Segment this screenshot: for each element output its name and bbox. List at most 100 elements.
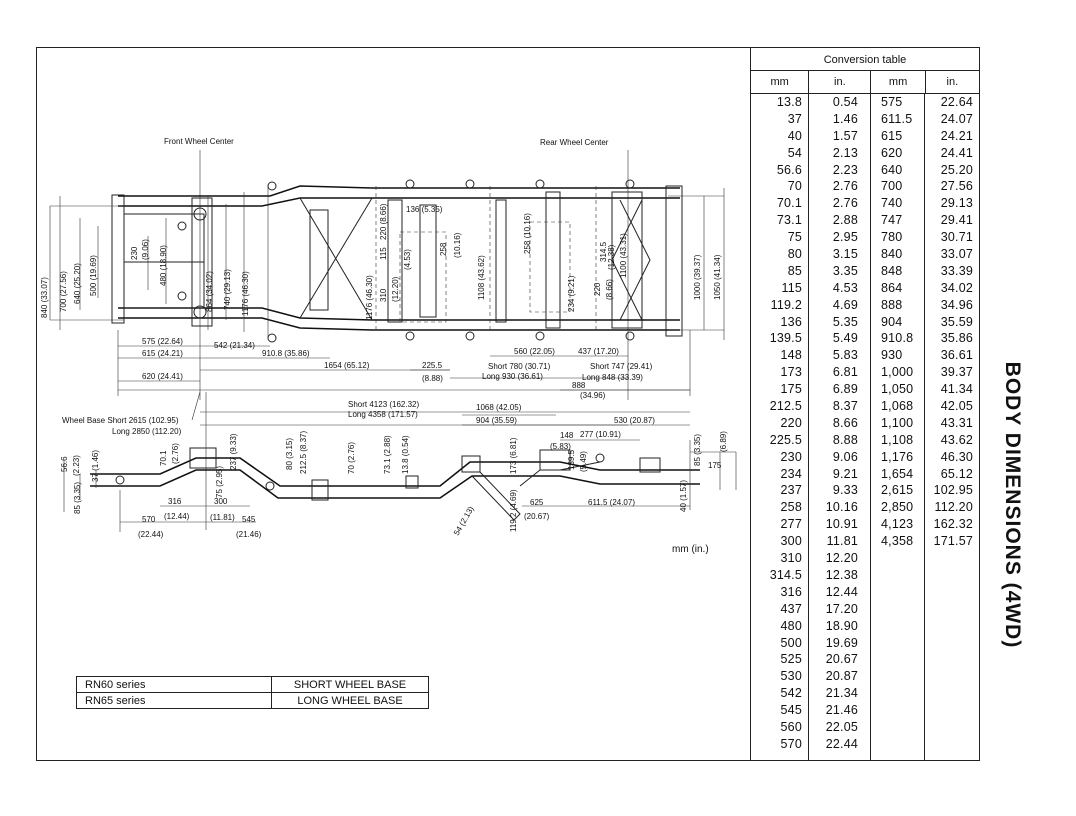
- in-value-right: 34.96: [940, 297, 973, 312]
- mm-value-right: 747: [881, 213, 903, 228]
- dim-437: 437 (17.20): [578, 347, 619, 356]
- dim-611-5: 611.5 (24.07): [588, 498, 635, 507]
- in-value-right: 24.41: [940, 145, 973, 160]
- series-table: RN60 series SHORT WHEEL BASE RN65 series…: [76, 676, 429, 709]
- conversion-table-header: mm in. mm in.: [751, 71, 979, 94]
- mm-value-left: 70.1: [776, 196, 802, 211]
- dim-225-5-in: (8.88): [422, 374, 443, 383]
- dim-220-rear-in: (8.66): [605, 279, 614, 300]
- in-value-left: 20.67: [825, 652, 858, 667]
- in-value-right: 46.30: [940, 449, 973, 464]
- dim-310-in: (12.20): [391, 276, 400, 302]
- conversion-table-title: Conversion table: [751, 48, 979, 71]
- dim-139-5-in: (5.49): [579, 451, 588, 472]
- dim-570-in: (22.44): [138, 530, 164, 539]
- in-value-left: 8.37: [832, 399, 858, 414]
- in-value-left: 9.21: [832, 466, 858, 481]
- dim-85-left: 85 (3.35): [73, 482, 82, 514]
- in-value-left: 2.95: [832, 230, 858, 245]
- dim-54: 54 (2.13): [452, 504, 476, 537]
- mm-value-left: 40: [787, 128, 802, 143]
- in-value-left: 2.23: [832, 162, 858, 177]
- mm-value-left: 70: [787, 179, 802, 194]
- dim-500: 500 (19.69): [89, 255, 98, 296]
- in-value-right: 65.12: [940, 466, 973, 481]
- dim-230-in: (9.06): [141, 239, 150, 260]
- dim-80: 80 (3.15): [285, 438, 294, 470]
- dim-75: 75 (2.95): [215, 466, 224, 498]
- page-title: BODY DIMENSIONS (4WD): [1001, 361, 1024, 649]
- dim-115-in: (4.53): [403, 249, 412, 270]
- mm-value-right: 1,108: [881, 432, 914, 447]
- dim-85-right: 85 (3.35): [693, 434, 702, 466]
- dim-70: 70 (2.76): [347, 442, 356, 474]
- dim-115: 115: [379, 247, 388, 260]
- units-note: mm (in.): [672, 544, 709, 555]
- in-value-left: 17.20: [825, 601, 858, 616]
- in-value-right: 43.31: [940, 415, 973, 430]
- in-value-right: 171.57: [933, 534, 973, 549]
- dim-1100: 1100 (43.31): [619, 233, 628, 278]
- mm-value-left: 300: [780, 534, 802, 549]
- mm-value-right: 640: [881, 162, 903, 177]
- in-value-right: 22.64: [940, 95, 973, 109]
- dim-316-in: (12.44): [164, 512, 190, 521]
- dim-212-5: 212.5 (8.37): [299, 431, 308, 474]
- mm-value-left: 437: [780, 601, 802, 616]
- in-value-left: 5.83: [832, 348, 858, 363]
- mm-value-right: 700: [881, 179, 903, 194]
- header-mm: mm: [751, 71, 810, 93]
- in-value-left: 1.46: [832, 111, 858, 126]
- dim-300-in: (11.81): [210, 513, 235, 522]
- dim-220-rear: 220: [593, 282, 602, 296]
- plan-view-labels: Front Wheel Center Rear Wheel Center 840…: [40, 137, 722, 400]
- mm-value-left: 56.6: [776, 162, 802, 177]
- mm-value-right: 1,000: [881, 365, 914, 380]
- mm-value-left: 525: [780, 652, 802, 667]
- dim-258-rear: 258 (10.16): [523, 213, 532, 254]
- dim-56-6: 56.6: [60, 456, 69, 472]
- dim-700: 700 (27.56): [59, 271, 68, 312]
- dim-560: 560 (22.05): [514, 347, 555, 356]
- dim-625-in: (20.67): [524, 512, 550, 521]
- dim-173: 173 (6.81): [509, 437, 518, 474]
- wheelbase-type: SHORT WHEEL BASE: [271, 676, 429, 693]
- overall-short: Short 4123 (162.32): [348, 400, 419, 409]
- mm-value-right: 740: [881, 196, 903, 211]
- dim-570: 570: [142, 515, 156, 524]
- mm-value-right: 2,615: [881, 483, 914, 498]
- in-value-right: 39.37: [940, 365, 973, 380]
- dim-840: 840 (33.07): [40, 277, 49, 318]
- dim-620: 620 (24.41): [142, 372, 183, 381]
- mm-value-right: 848: [881, 263, 903, 278]
- in-value-left: 5.49: [832, 331, 858, 346]
- wheelbase-short: Wheel Base Short 2615 (102.95): [62, 416, 179, 425]
- dim-1000: 1000 (39.37): [693, 254, 702, 300]
- dim-70-1: 70.1: [159, 450, 168, 466]
- dim-314-5: 314.5: [599, 241, 608, 262]
- dim-740: 740 (29.13): [223, 269, 232, 310]
- mm-value-left: 480: [780, 618, 802, 633]
- in-value-left: 12.44: [825, 584, 858, 599]
- in-value-left: 6.81: [832, 365, 858, 380]
- in-value-left: 18.90: [825, 618, 858, 633]
- dim-904: 904 (35.59): [476, 416, 517, 425]
- in-value-left: 4.53: [832, 280, 858, 295]
- dim-545: 545: [242, 515, 256, 524]
- mm-value-left: 54: [787, 145, 802, 160]
- mm-value-left: 225.5: [769, 432, 802, 447]
- wheelbase-long: Long 2850 (112.20): [112, 427, 182, 436]
- dim-542: 542 (21.34): [214, 341, 255, 350]
- dim-long-848: Long 848 (33.39): [582, 373, 643, 382]
- mm-value-right: 615: [881, 128, 903, 143]
- header-in: in.: [946, 76, 959, 88]
- dim-1176-mid: 1176 (46.30): [365, 275, 374, 320]
- in-value-right: 36.61: [940, 348, 973, 363]
- mm-value-right: 1,050: [881, 382, 914, 397]
- dim-300: 300: [214, 497, 228, 506]
- mm-value-left: 230: [780, 449, 802, 464]
- in-value-left: 12.38: [825, 567, 858, 582]
- in-value-right: 41.34: [940, 382, 973, 397]
- mm-value-left: 220: [780, 415, 802, 430]
